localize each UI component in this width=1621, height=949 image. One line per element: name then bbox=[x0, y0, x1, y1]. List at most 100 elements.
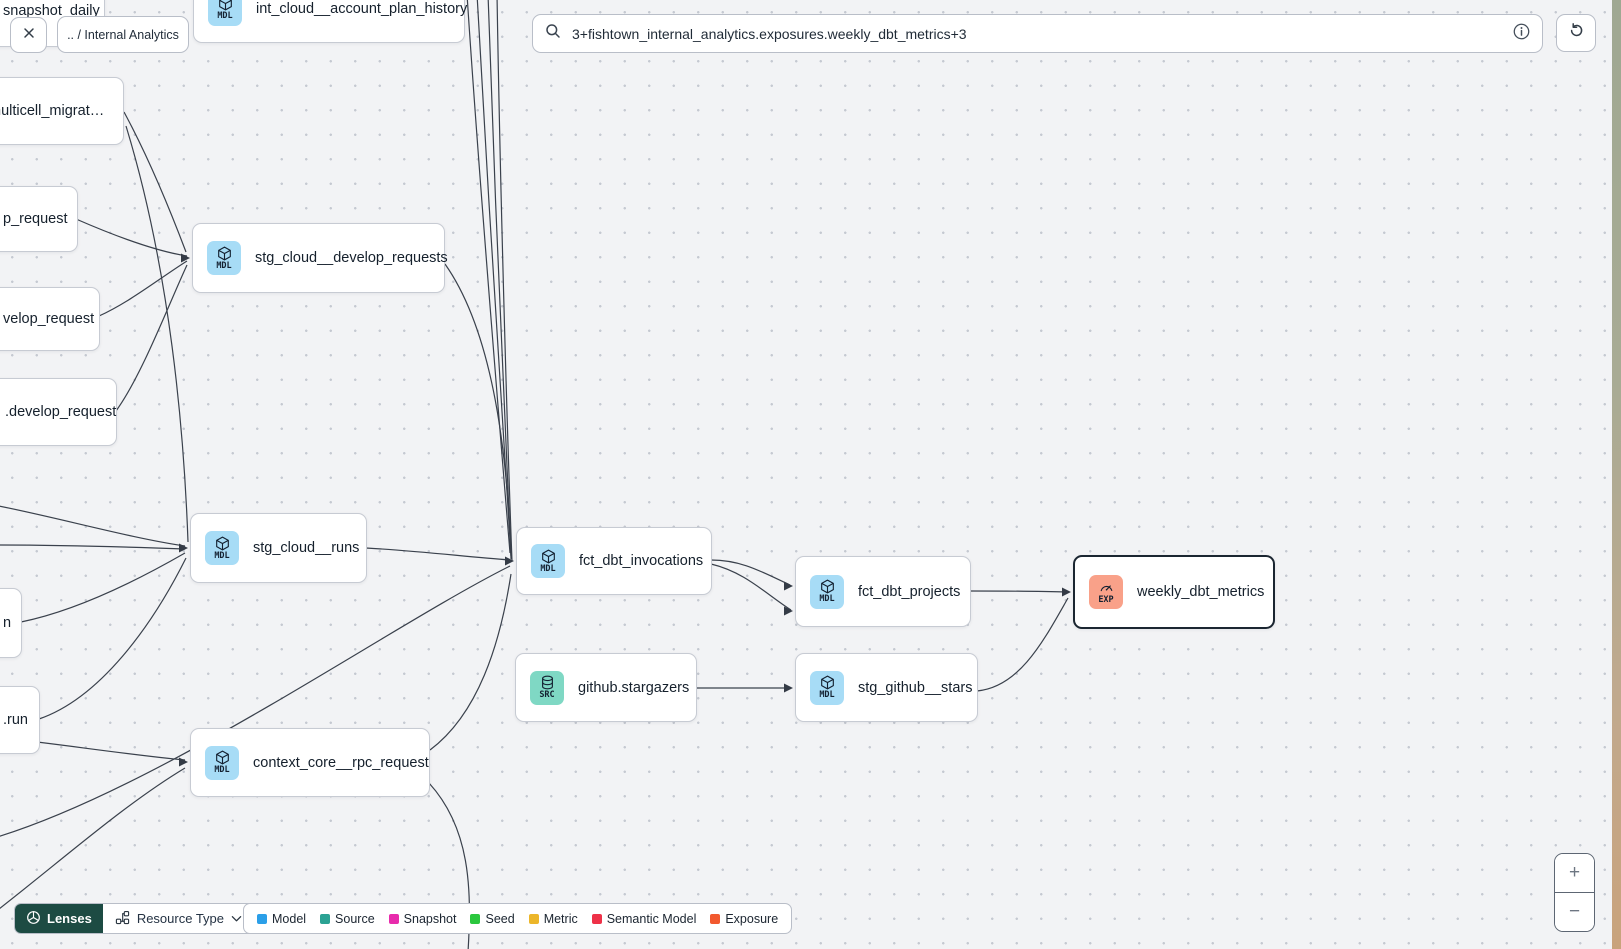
legend-label: Semantic Model bbox=[606, 911, 697, 926]
node-label: context_core__rpc_request bbox=[253, 754, 429, 771]
node-fct-dbt-invocations[interactable]: MDL fct_dbt_invocations bbox=[516, 527, 712, 595]
close-button[interactable] bbox=[10, 17, 47, 53]
legend-item-source: Source bbox=[320, 912, 375, 926]
legend-label: Seed bbox=[485, 911, 515, 926]
node-int-cloud-account-plan-history[interactable]: MDL int_cloud__account_plan_history bbox=[193, 0, 468, 43]
search-input[interactable] bbox=[570, 24, 1504, 43]
zoom-control: + − bbox=[1554, 853, 1595, 932]
edge-line bbox=[496, 0, 513, 562]
breadcrumb-label: .. / Internal Analytics bbox=[67, 27, 179, 42]
node-label: .run bbox=[3, 712, 28, 728]
close-icon bbox=[21, 25, 37, 46]
edge-line bbox=[466, 0, 511, 554]
info-icon[interactable] bbox=[1513, 23, 1530, 45]
node-run-node[interactable]: MDL.run bbox=[0, 686, 40, 754]
node-label: multicell_migrat… bbox=[0, 103, 105, 119]
node-github-stargazers[interactable]: SRC github.stargazers bbox=[515, 653, 697, 722]
node-multicell-migrat[interactable]: MDLmulticell_migrat… bbox=[0, 77, 124, 145]
cube-icon: MDL bbox=[205, 531, 239, 565]
edge-line bbox=[20, 552, 186, 623]
legend-swatch bbox=[470, 913, 481, 924]
node-label: int_cloud__account_plan_history bbox=[256, 0, 468, 17]
edge-arrowhead bbox=[1062, 587, 1071, 597]
refresh-button[interactable] bbox=[1556, 14, 1596, 52]
node-label: github.stargazers bbox=[578, 679, 690, 696]
chevron-down-icon bbox=[231, 911, 242, 926]
legend-item-snapshot: Snapshot bbox=[388, 912, 456, 926]
legend-item-model: Model bbox=[257, 912, 306, 926]
zoom-out-button[interactable]: − bbox=[1555, 892, 1594, 931]
node-stg-cloud-develop-requests[interactable]: MDL stg_cloud__develop_requests bbox=[192, 223, 448, 293]
legend-swatch bbox=[388, 913, 399, 924]
node-n-node[interactable]: MDLn bbox=[0, 588, 22, 658]
node-context-core-rpc-request[interactable]: MDL context_core__rpc_request bbox=[190, 728, 430, 797]
edge-line bbox=[444, 263, 512, 553]
legend-item-metric: Metric bbox=[528, 911, 578, 926]
node-velop-request[interactable]: MDLvelop_request bbox=[0, 287, 100, 351]
search-icon bbox=[545, 23, 561, 44]
edge-line bbox=[125, 125, 189, 543]
node-label: fct_dbt_projects bbox=[858, 583, 961, 600]
node-weekly-dbt-metrics[interactable]: EXP weekly_dbt_metrics bbox=[1073, 555, 1275, 629]
cube-icon: MDL bbox=[810, 670, 844, 705]
node-stg-github-stars[interactable]: MDL stg_github__stars bbox=[795, 653, 978, 722]
edge-line bbox=[75, 218, 188, 257]
search-bar[interactable] bbox=[532, 14, 1543, 53]
gauge-icon: EXP bbox=[1089, 575, 1123, 609]
node-label: weekly_dbt_metrics bbox=[1137, 584, 1265, 600]
node-type-badge: MDL bbox=[819, 690, 835, 701]
legend-item-semantic-model: Semantic Model bbox=[591, 911, 697, 926]
edge-arrowhead bbox=[784, 606, 793, 616]
node-type-badge: MDL bbox=[819, 594, 835, 605]
edge-arrowhead bbox=[179, 543, 188, 553]
node-p-request[interactable]: MDLp_request bbox=[0, 186, 78, 252]
cube-icon: MDL bbox=[207, 241, 241, 275]
legend-item-exposure: Exposure bbox=[710, 912, 778, 926]
resource-type-label: Resource Type bbox=[136, 911, 225, 926]
edge-arrowhead bbox=[784, 683, 793, 693]
desktop-edge-strip bbox=[1612, 0, 1621, 949]
legend-swatch bbox=[320, 913, 331, 924]
cube-icon: MDL bbox=[208, 0, 242, 26]
edge-line bbox=[976, 597, 1069, 692]
node-type-badge: EXP bbox=[1098, 594, 1114, 605]
lenses-button[interactable]: Lenses bbox=[15, 904, 103, 933]
legend-label: Model bbox=[272, 911, 307, 926]
edge-arrowhead bbox=[505, 556, 514, 566]
resource-type-dropdown[interactable]: Resource Type bbox=[102, 904, 255, 933]
edge-arrowhead bbox=[181, 253, 190, 263]
edge-line bbox=[487, 0, 512, 560]
lenses-group: Lenses Resource Type bbox=[14, 903, 256, 934]
cube-icon: MDL bbox=[205, 745, 239, 780]
legend-swatch bbox=[710, 913, 721, 924]
node-label: fct_dbt_invocations bbox=[579, 553, 704, 569]
node-type-badge: MDL bbox=[214, 765, 230, 776]
edge-line bbox=[0, 544, 186, 550]
edge-arrowhead bbox=[179, 757, 188, 767]
edge-line bbox=[0, 565, 511, 837]
legend-swatch bbox=[528, 913, 539, 924]
edge-line bbox=[115, 264, 188, 412]
legend: Model Source Snapshot Seed Metric Semantic Mo… bbox=[243, 903, 793, 934]
edge-line bbox=[38, 557, 187, 720]
cube-icon: MDL bbox=[810, 574, 844, 609]
legend-item-seed: Seed bbox=[470, 911, 515, 926]
legend-label: Metric bbox=[543, 911, 578, 926]
zoom-in-button[interactable]: + bbox=[1555, 854, 1594, 892]
node-label: stg_github__stars bbox=[858, 679, 973, 696]
node-label: stg_cloud__develop_requests bbox=[255, 250, 448, 266]
resource-type-icon bbox=[115, 910, 130, 928]
edge-line bbox=[123, 111, 187, 253]
database-icon: SRC bbox=[530, 670, 564, 705]
node-type-badge: MDL bbox=[214, 550, 230, 561]
node-fct-dbt-projects[interactable]: MDL fct_dbt_projects bbox=[795, 556, 971, 627]
edge-line bbox=[710, 559, 791, 586]
breadcrumb[interactable]: .. / Internal Analytics bbox=[57, 16, 189, 53]
node-develop-request[interactable]: MDL.develop_request bbox=[0, 378, 117, 446]
legend-swatch bbox=[591, 913, 602, 924]
edge-line bbox=[429, 573, 512, 751]
cube-icon: MDL bbox=[531, 544, 565, 578]
